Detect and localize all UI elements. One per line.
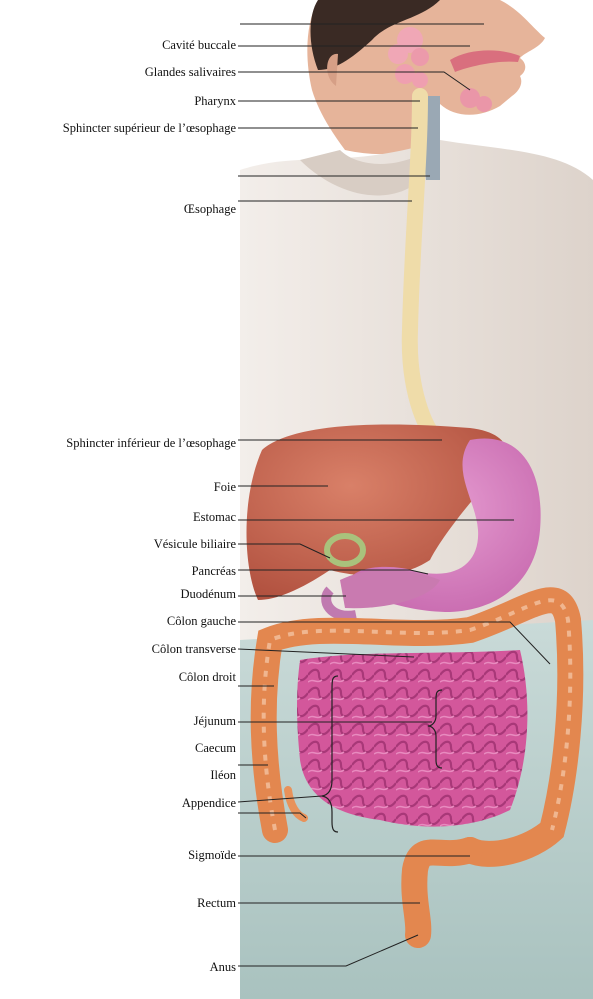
label-appendice: Appendice [182,796,236,810]
label-cavite-buccale: Cavité buccale [162,38,236,52]
label-sigmoide: Sigmoïde [188,848,236,862]
label-duodenum: Duodénum [180,587,236,601]
label-anus: Anus [210,960,236,974]
label-colon-transverse: Côlon transverse [152,642,236,656]
label-oesophage: Œsophage [184,202,236,216]
label-ileon: Iléon [210,768,236,782]
label-sphincter-superieur: Sphincter supérieur de l’œsophage [63,121,236,135]
label-pancreas: Pancréas [192,564,236,578]
label-colon-droit: Côlon droit [179,670,236,684]
label-estomac: Estomac [193,510,236,524]
label-caecum: Caecum [195,741,236,755]
label-pharynx: Pharynx [194,94,236,108]
label-colon-gauche: Côlon gauche [167,614,236,628]
label-vesicule-biliaire: Vésicule biliaire [154,537,236,551]
label-jejunum: Jéjunum [194,714,236,728]
label-glandes-salivaires: Glandes salivaires [145,65,236,79]
label-foie: Foie [214,480,236,494]
label-rectum: Rectum [197,896,236,910]
label-sphincter-inferieur: Sphincter inférieur de l’œsophage [66,436,236,450]
